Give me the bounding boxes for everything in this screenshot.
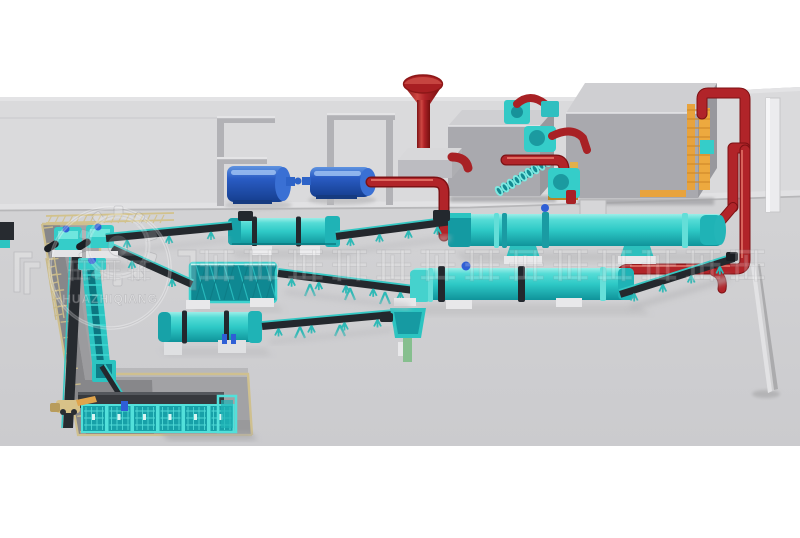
svg-text:HUAZHIQIANG: HUAZHIQIANG [62, 292, 158, 306]
